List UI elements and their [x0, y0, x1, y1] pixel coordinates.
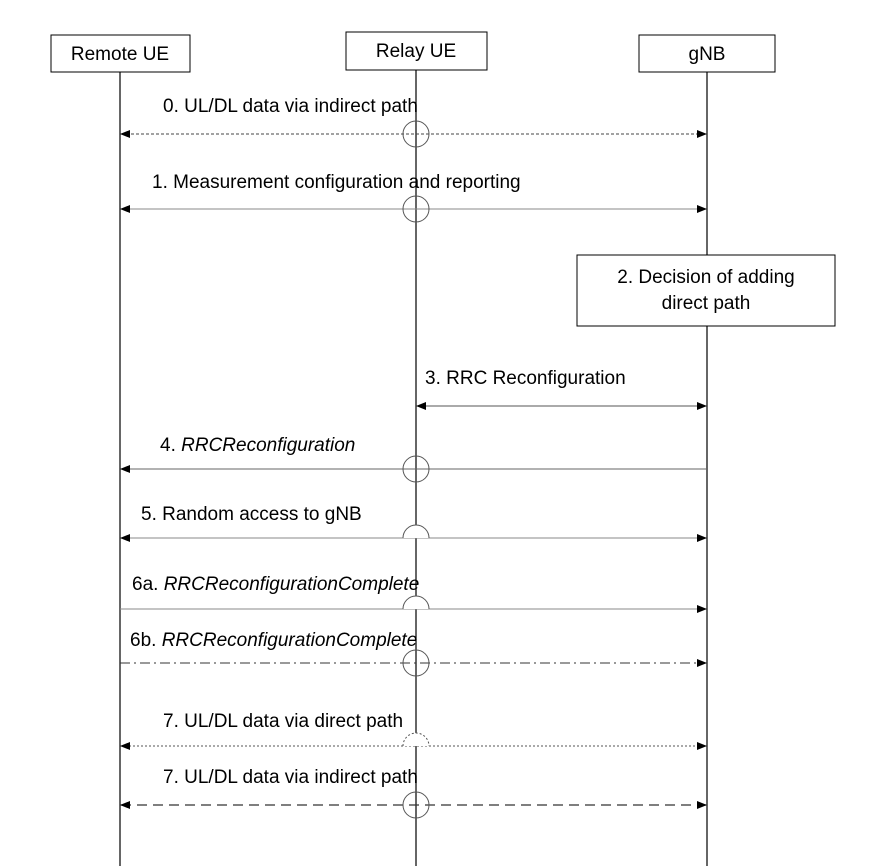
message-1-label: 1. Measurement configuration and reporti… — [152, 172, 521, 193]
message-6b-label: 6b. RRCReconfigurationComplete — [130, 630, 417, 651]
message-1: 1. Measurement configuration and reporti… — [120, 172, 707, 223]
message-6b-crossing — [402, 649, 430, 677]
message-6a: 6a. RRCReconfigurationComplete — [120, 574, 707, 613]
message-0: 0. UL/DL data via indirect path — [120, 96, 707, 148]
message-6a-italic: RRCReconfigurationComplete — [164, 574, 420, 595]
message-6b: 6b. RRCReconfigurationComplete — [120, 630, 707, 677]
message-7a-label: 7. UL/DL data via direct path — [163, 711, 403, 732]
message-6a-label: 6a. RRCReconfigurationComplete — [132, 574, 419, 595]
message-0-label: 0. UL/DL data via indirect path — [163, 96, 418, 117]
message-7b-label: 7. UL/DL data via indirect path — [163, 767, 418, 788]
decision-box-line2: direct path — [662, 293, 751, 314]
message-6a-hop — [402, 595, 430, 610]
message-7b: 7. UL/DL data via indirect path — [120, 767, 707, 819]
message-3: 3. RRC Reconfiguration — [416, 368, 707, 410]
gnb-label: gNB — [689, 44, 726, 65]
message-0-crossing — [402, 120, 430, 148]
message-6b-italic: RRCReconfigurationComplete — [162, 630, 418, 651]
message-5-label: 5. Random access to gNB — [141, 504, 362, 525]
message-7a-hop — [402, 732, 430, 747]
message-4-label: 4. RRCReconfiguration — [160, 435, 355, 456]
remote-ue-label: Remote UE — [71, 44, 169, 65]
message-4: 4. RRCReconfiguration — [120, 435, 707, 483]
message-3-label: 3. RRC Reconfiguration — [425, 368, 626, 389]
relay-ue-box: Relay UE — [345, 31, 488, 71]
relay-ue-label: Relay UE — [376, 41, 456, 62]
message-5: 5. Random access to gNB — [120, 504, 707, 542]
decision-box: 2. Decision of adding direct path — [576, 254, 836, 327]
message-4-prefix: 4. — [160, 435, 181, 456]
gnb-box: gNB — [638, 34, 776, 73]
message-7b-crossing — [402, 791, 430, 819]
message-5-hop — [402, 524, 430, 539]
remote-ue-box: Remote UE — [50, 34, 191, 73]
message-4-italic: RRCReconfiguration — [181, 435, 355, 456]
message-6b-prefix: 6b. — [130, 630, 162, 651]
message-4-crossing — [402, 455, 430, 483]
message-1-crossing — [402, 195, 430, 223]
decision-box-line1: 2. Decision of adding — [617, 267, 794, 288]
message-6a-prefix: 6a. — [132, 574, 164, 595]
message-7a: 7. UL/DL data via direct path — [120, 711, 707, 750]
